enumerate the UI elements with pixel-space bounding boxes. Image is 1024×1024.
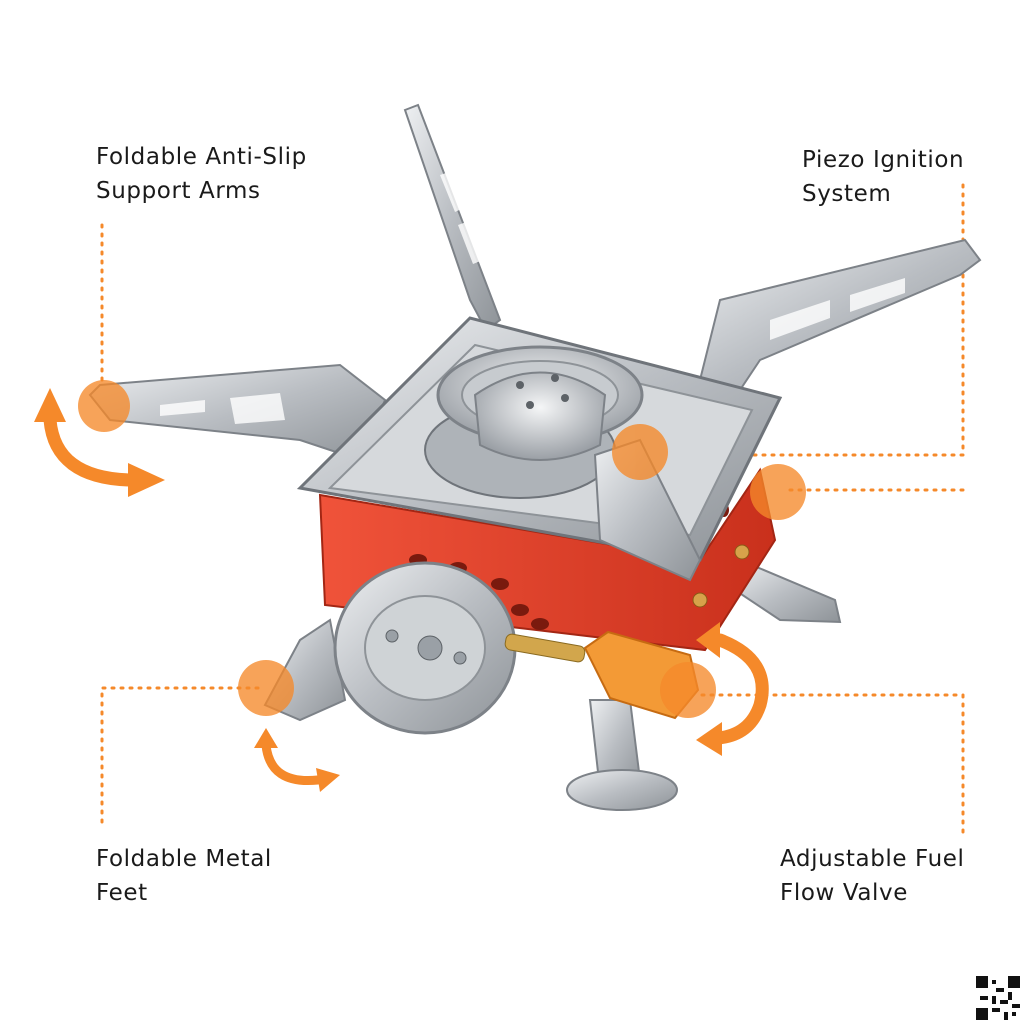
valve-stem [504, 633, 586, 663]
callout-support-arms: Foldable Anti-Slip Support Arms [96, 140, 307, 208]
callout-feet-line1: Foldable Metal [96, 846, 272, 872]
callout-feet-line2: Feet [96, 880, 148, 906]
rotate-arrow-icon [696, 622, 720, 658]
leader-line-feet [100, 686, 264, 824]
rotate-arrow-icon [34, 388, 66, 422]
support-arm-back [403, 103, 502, 332]
callout-valve-line1: Adjustable Fuel [780, 846, 965, 872]
highlight-dot-arm [78, 380, 130, 432]
callout-valve-line2: Flow Valve [780, 880, 909, 906]
leader-line-valve [698, 693, 965, 834]
rotate-arrow-icon [316, 768, 340, 792]
burner-head [473, 371, 607, 461]
callout-support-arms-line1: Foldable Anti-Slip [96, 144, 307, 170]
highlight-dots [78, 380, 806, 718]
rotate-arrow-icon [696, 722, 722, 756]
rotate-arrow-icon [711, 633, 769, 745]
rotate-arrow-icon [254, 728, 278, 748]
rotate-arrow-icon [43, 413, 137, 487]
callout-piezo-line1: Piezo Ignition [802, 147, 965, 173]
highlight-dot-piezo-1 [612, 424, 668, 480]
rivet [734, 544, 750, 560]
leader-lines [100, 183, 965, 834]
highlight-dot-piezo-2 [750, 464, 806, 520]
qr-code-icon [976, 976, 1020, 1020]
callout-metal-feet: Foldable Metal Feet [96, 842, 272, 910]
rivet [692, 592, 708, 608]
highlight-dot-valve [660, 662, 716, 718]
rotate-arrow-icon [261, 740, 323, 786]
callout-fuel-valve: Adjustable Fuel Flow Valve [780, 842, 965, 910]
rotate-arrow-icon [128, 463, 165, 497]
foot-front-pad [566, 769, 678, 811]
callout-piezo-ignition: Piezo Ignition System [802, 143, 964, 211]
callout-support-arms-line2: Support Arms [96, 178, 261, 204]
highlight-dot-foot [238, 660, 294, 716]
support-arm-right [698, 238, 982, 392]
callout-piezo-line2: System [802, 181, 892, 207]
